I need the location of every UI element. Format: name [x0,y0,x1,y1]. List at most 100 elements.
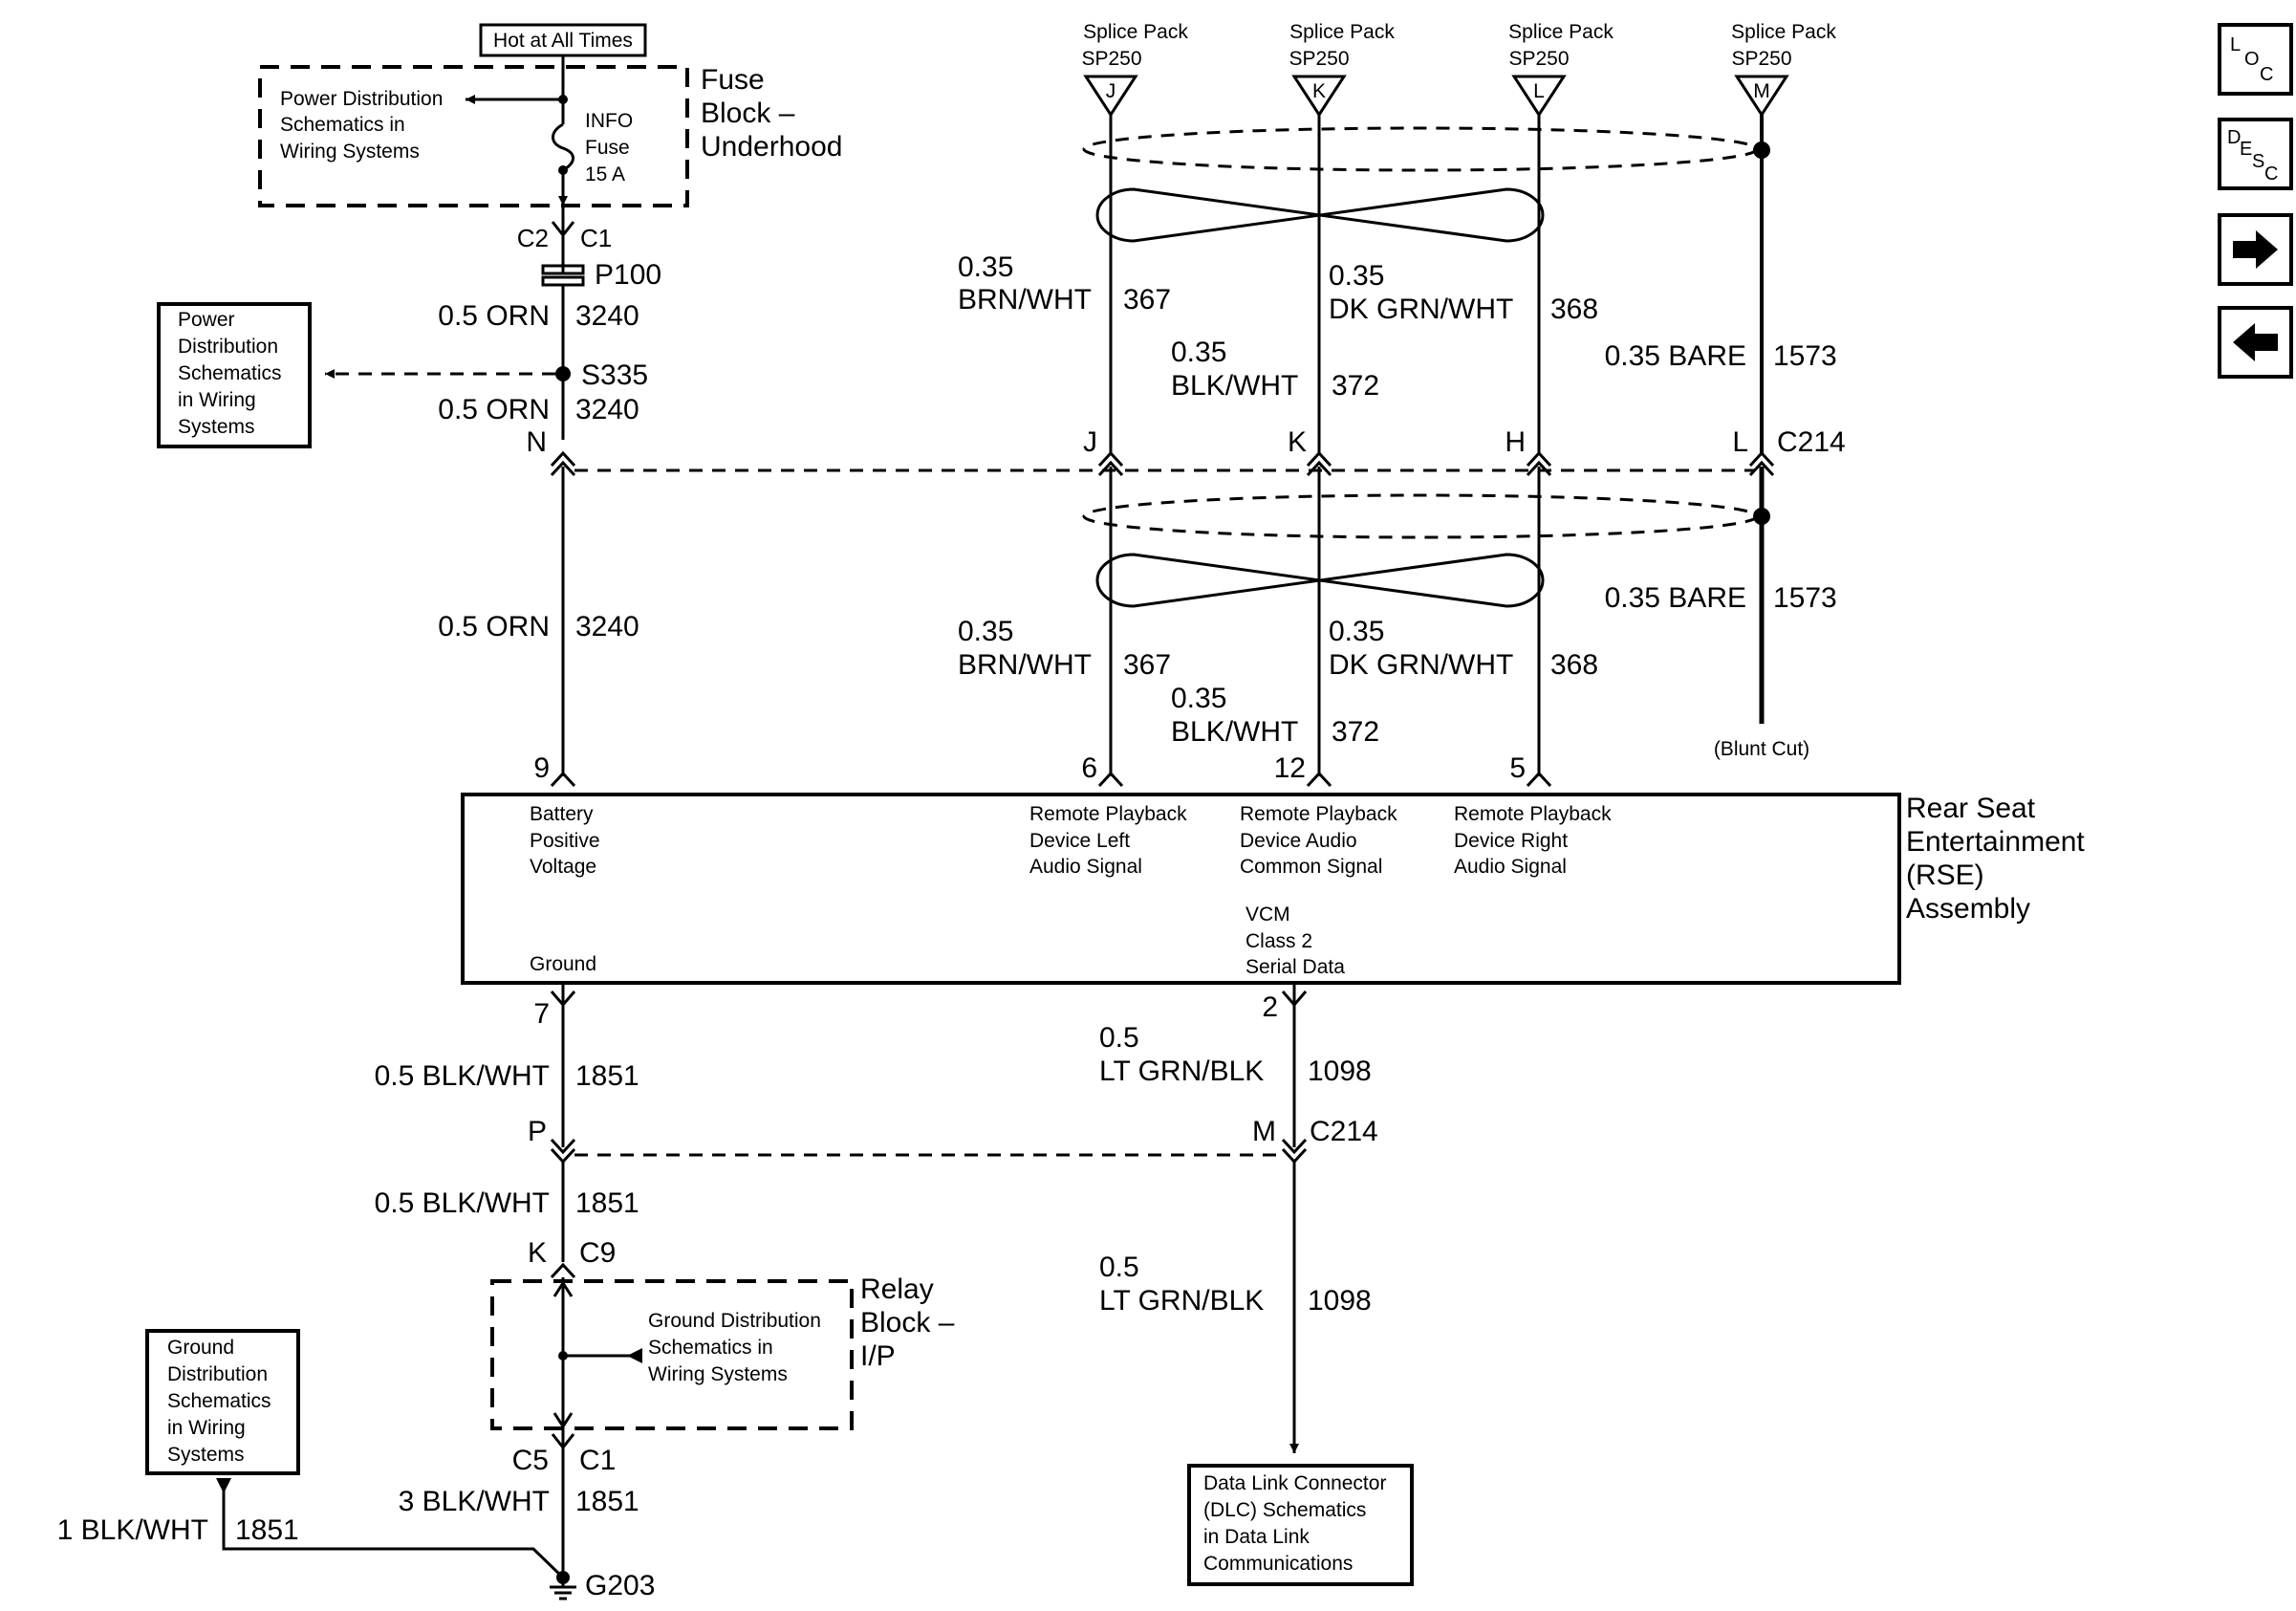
wire-1851-d [222,1490,565,1579]
fuse-block-underhood [258,65,689,207]
svg-text:(RSE): (RSE) [1906,860,1984,891]
wire-367-gauge-a: 0.35 [958,251,1013,283]
svg-text:Audio Signal: Audio Signal [1454,856,1567,878]
c9-pin-k: K [528,1237,547,1269]
dlc-schematics-box [1187,1464,1414,1586]
g203-label: G203 [585,1570,655,1601]
svg-text:Data Link Connector: Data Link Connector [1203,1472,1386,1494]
wire-1851-gauge-2: 0.5 BLK/WHT [375,1187,550,1219]
c2-label: C2 [517,224,549,252]
svg-text:Communications: Communications [1203,1553,1353,1575]
svg-text:Distribution: Distribution [167,1363,268,1385]
arrow-right-icon [2233,230,2278,269]
svg-text:D: D [2227,127,2241,148]
svg-text:J: J [1106,80,1116,102]
svg-text:367: 367 [1123,649,1171,681]
blunt-cut-label: (Blunt Cut) [1714,738,1809,760]
svg-text:O: O [2244,49,2260,70]
wire-1851-num-1: 1851 [575,1060,639,1092]
wire-368-gauge-b: DK GRN/WHT [1329,294,1513,325]
c214-pin-p: P [528,1116,547,1147]
svg-text:Splice Pack: Splice Pack [1083,21,1188,43]
svg-text:M: M [1753,80,1770,102]
s335-label: S335 [581,359,648,391]
svg-text:Block –: Block – [860,1307,955,1339]
svg-text:SP250: SP250 [1081,48,1141,70]
svg-text:Schematics: Schematics [178,362,282,384]
c5-label: C5 [512,1445,549,1476]
svg-text:Device Right: Device Right [1454,830,1568,852]
connector-c2-c1 [551,221,575,238]
c214-pin-m: M [1252,1116,1276,1147]
svg-text:Common Signal: Common Signal [1240,856,1382,878]
wire-1098-num-1: 1098 [1308,1056,1372,1087]
c214-pin-j: J [1083,426,1097,458]
svg-text:Assembly: Assembly [1906,893,2030,925]
fuse-label: INFO [585,110,633,132]
wire-367-num: 367 [1123,284,1171,316]
wire-1851-num-3: 1851 [575,1486,639,1517]
svg-text:Wiring Systems: Wiring Systems [648,1363,788,1385]
splice-pack-k: Splice Pack SP250 K [1289,21,1395,118]
wire-1851-num-4: 1851 [235,1514,299,1546]
svg-text:BLK/WHT: BLK/WHT [1171,716,1298,748]
svg-text:SP250: SP250 [1731,48,1791,70]
wire-372-num: 372 [1332,370,1379,402]
rse-pin-7: 7 [533,998,550,1030]
splice-pack-j: Splice Pack SP250 J [1081,21,1188,118]
rse-pin-5: 5 [1509,752,1526,784]
wire-3240-num-2: 3240 [575,394,639,425]
svg-text:Schematics in: Schematics in [648,1337,773,1359]
svg-text:Underhood: Underhood [701,131,842,163]
next-page-button[interactable] [2218,213,2293,286]
svg-text:K: K [1312,80,1326,102]
wire-372-gauge-a: 0.35 [1171,337,1226,368]
wire-368-num: 368 [1550,294,1598,325]
fuse-block-title: Fuse [701,64,765,96]
svg-text:in Data Link: in Data Link [1203,1526,1310,1548]
svg-text:DK GRN/WHT: DK GRN/WHT [1329,649,1513,681]
wire-1851-gauge-4: 1 BLK/WHT [57,1514,208,1546]
rse-pin-12: 12 [1274,752,1306,784]
svg-text:Device Audio: Device Audio [1240,830,1357,852]
svg-text:Entertainment: Entertainment [1906,826,2085,858]
c214-pin-h: H [1505,426,1526,458]
pin-n-label: N [526,426,547,458]
svg-text:Schematics: Schematics [167,1390,271,1412]
arrow-left-icon [2233,323,2278,361]
svg-text:Audio Signal: Audio Signal [1029,856,1142,878]
wire-367-gauge-b: BRN/WHT [958,284,1092,316]
rse-pin-2: 2 [1262,991,1278,1023]
svg-text:0.35: 0.35 [958,616,1013,647]
svg-text:Block –: Block – [701,98,795,129]
svg-text:Distribution: Distribution [178,336,278,358]
wire-3240-num-3: 3240 [575,611,639,642]
svg-text:I/P: I/P [860,1340,896,1372]
c214-pin-l: L [1732,426,1748,458]
svg-text:0.35 BARE: 0.35 BARE [1605,582,1746,614]
location-button[interactable]: L O C [2218,23,2293,96]
rse-title: Rear Seat [1906,793,2036,824]
c9-label: C9 [579,1237,616,1269]
c1-label-lower: C1 [579,1445,616,1476]
description-button[interactable]: D E S C [2218,118,2293,190]
c214-label-lower: C214 [1310,1116,1378,1147]
svg-text:S: S [2252,151,2264,172]
svg-text:Systems: Systems [167,1444,245,1466]
splice-pack-m: Splice Pack SP250 M [1731,21,1836,118]
svg-text:15 A: 15 A [585,163,625,185]
svg-text:Ground: Ground [167,1337,234,1359]
c214-label: C214 [1777,426,1846,458]
svg-text:Power: Power [178,309,235,331]
svg-text:Schematics in: Schematics in [280,114,405,136]
svg-text:Voltage: Voltage [530,856,596,878]
wire-1573-gauge: 0.35 BARE [1605,340,1746,372]
previous-page-button[interactable] [2218,306,2293,379]
svg-text:Serial Data: Serial Data [1245,956,1345,978]
svg-text:0.35: 0.35 [1329,616,1384,647]
wire-368-gauge-a: 0.35 [1329,260,1384,292]
svg-text:Splice Pack: Splice Pack [1731,21,1836,43]
svg-text:Wiring Systems: Wiring Systems [280,141,420,163]
rse-ground-label: Ground [530,953,596,975]
relay-block-title: Relay [860,1274,934,1305]
